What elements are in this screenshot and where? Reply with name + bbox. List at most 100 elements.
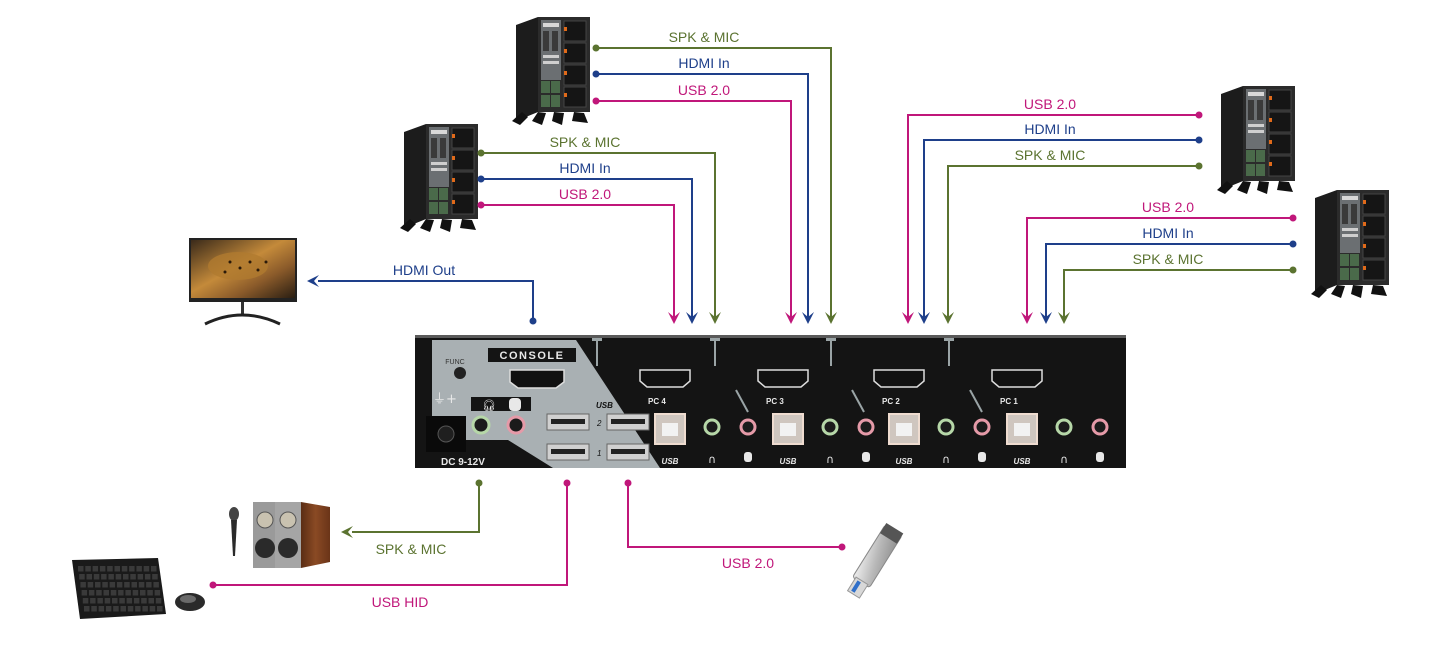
connection-line	[1045, 243, 1293, 318]
mic-jack	[739, 418, 757, 436]
connector-dot	[592, 70, 600, 78]
pc-label: PC 3	[766, 397, 784, 406]
keyboard-key	[105, 606, 112, 612]
connector-dot	[838, 543, 846, 551]
connection-line	[213, 483, 568, 586]
headphone-icon: ∩	[826, 453, 834, 466]
microphone-icon	[229, 507, 239, 556]
keyboard-key	[84, 606, 90, 612]
keyboard-key	[113, 606, 119, 612]
speaker-jack	[937, 418, 955, 436]
connection-line	[907, 114, 1199, 318]
keyboard-key	[102, 582, 108, 588]
arrow-down-icon	[1058, 312, 1070, 324]
connector-dot	[209, 581, 217, 589]
connection-line	[923, 139, 1199, 318]
speakers-icon	[253, 502, 330, 568]
usb-port-label: USB	[1014, 457, 1031, 466]
keyboard-key	[92, 566, 99, 572]
arrow-down-icon	[785, 312, 797, 324]
keyboard-key	[125, 590, 131, 596]
keyboard-key	[112, 598, 118, 604]
computer-pc3-icon	[511, 16, 591, 126]
keyboard-key	[108, 574, 114, 580]
connection-label: SPK & MIC	[376, 541, 447, 557]
connection-label: HDMI In	[559, 160, 610, 176]
computer-pc4-icon	[399, 123, 479, 233]
usb-port-label: USB	[662, 457, 679, 466]
connector-dot	[1195, 136, 1203, 144]
connection-label: SPK & MIC	[550, 134, 621, 150]
keyboard-key	[152, 574, 158, 580]
connector-dot	[477, 201, 485, 209]
connection-label: HDMI Out	[393, 262, 455, 278]
keyboard-key	[109, 582, 116, 588]
computer-pc2-icon	[1216, 85, 1296, 195]
keyboard-key	[146, 582, 152, 588]
keyboard-key	[126, 598, 133, 604]
arrow-down-icon	[825, 312, 837, 324]
keyboard-key	[91, 606, 97, 612]
connection-line	[481, 178, 693, 318]
keyboard-key	[79, 574, 85, 580]
connection-line	[596, 47, 832, 318]
connection-line	[481, 152, 716, 318]
headphone-icon: 🎧︎	[482, 399, 496, 412]
connection-line	[481, 204, 675, 318]
keyboard-key	[99, 566, 106, 572]
keyboard-key	[87, 582, 94, 588]
connection-line	[627, 483, 842, 548]
headphone-icon: ∩	[942, 453, 950, 466]
connector-dot	[1195, 111, 1203, 119]
connector-dot	[624, 479, 632, 487]
connection-label: USB HID	[372, 594, 429, 610]
connection-label: USB 2.0	[678, 82, 730, 98]
arrow-down-icon	[918, 312, 930, 324]
keyboard-key	[144, 574, 151, 580]
keyboard-key	[95, 582, 101, 588]
connector-dot	[563, 479, 571, 487]
keyboard-key	[81, 590, 88, 596]
keyboard-key	[96, 590, 102, 596]
keyboard-key	[130, 574, 136, 580]
speaker-jack	[703, 418, 721, 436]
connector-dot	[1289, 240, 1297, 248]
keyboard-key	[147, 590, 153, 596]
hdmi-in-port	[873, 369, 925, 388]
keyboard-key	[142, 606, 148, 612]
keyboard-key	[114, 566, 120, 572]
pc1-port-group: PC 1 USB ∩	[944, 338, 1109, 466]
hdmi-in-port	[757, 369, 809, 388]
keyboard-key	[136, 566, 142, 572]
connection-line	[318, 280, 534, 321]
connection-line	[596, 73, 809, 318]
keyboard-mouse-icon	[72, 558, 205, 619]
usb-drive-icon	[846, 522, 904, 599]
connector-dot	[529, 317, 537, 325]
connector-dot	[1195, 162, 1203, 170]
connector-dot	[592, 44, 600, 52]
connection-label: USB 2.0	[1142, 199, 1194, 215]
arrow-down-icon	[902, 312, 914, 324]
dc-voltage-label: DC 9-12V	[441, 457, 485, 468]
microphone-port-icon	[1096, 452, 1104, 462]
arrow-left-icon	[341, 526, 353, 538]
arrow-down-icon	[709, 312, 721, 324]
connection-label: SPK & MIC	[669, 29, 740, 45]
func-button[interactable]	[454, 367, 466, 379]
keyboard-key	[155, 598, 162, 604]
keyboard-key	[103, 590, 109, 596]
microphone-port-icon	[744, 452, 752, 462]
connection-label: HDMI In	[1142, 225, 1193, 241]
connection-line	[352, 483, 480, 533]
hdmi-in-port	[991, 369, 1043, 388]
mic-jack	[857, 418, 875, 436]
pc-label: PC 1	[1000, 397, 1018, 406]
console-hdmi-port	[509, 369, 565, 389]
usb-port-number: 1	[597, 449, 601, 458]
keyboard-key	[153, 582, 159, 588]
keyboard-key	[154, 590, 161, 596]
connector-dot	[477, 175, 485, 183]
